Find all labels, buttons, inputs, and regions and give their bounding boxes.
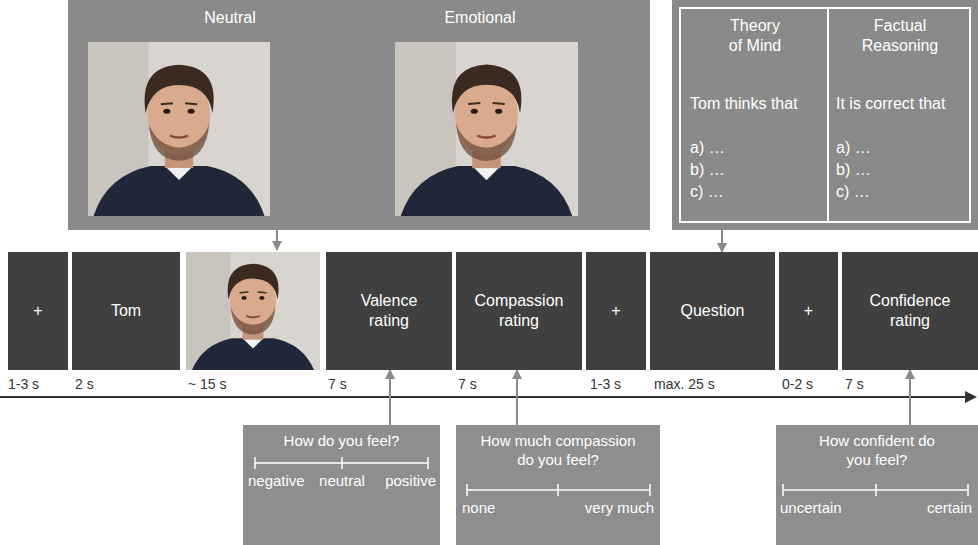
node-title: + xyxy=(611,301,620,321)
duration-label: ~ 15 s xyxy=(188,376,227,392)
duration-label: 1-3 s xyxy=(590,376,621,392)
rating-scale-panel: How much compassion do you feel? none very… xyxy=(456,425,660,545)
flow-arrow xyxy=(389,370,391,425)
rating-scale-panel: How do you feel? negativeneutralpositive xyxy=(243,425,440,545)
rating-scale-panel: How confident do you feel? uncertain certa… xyxy=(776,425,978,545)
node-text: neutral xyxy=(302,472,382,491)
node-text: c) … xyxy=(690,182,810,202)
duration-label: 7 s xyxy=(328,376,347,392)
node-title: How do you feel? xyxy=(243,432,440,451)
fixation-box: + xyxy=(586,252,646,370)
rating-box: Compassion rating xyxy=(456,252,582,370)
face-photo xyxy=(395,40,578,218)
duration-label: 1-3 s xyxy=(8,376,39,392)
rating-box: Valence rating xyxy=(326,252,452,370)
node-text: Emotional xyxy=(420,8,540,28)
node-title: Confidence rating xyxy=(855,291,965,331)
flow-arrow xyxy=(909,370,911,425)
node-title: Neutral xyxy=(180,8,280,28)
pointer-arrow xyxy=(276,230,278,250)
node-text: positive xyxy=(360,472,436,491)
face-photo xyxy=(186,246,320,376)
node-text: Tom thinks that xyxy=(690,94,830,114)
column-divider xyxy=(827,8,829,222)
rating-box: Confidence rating xyxy=(842,252,978,370)
node-text: Factual Reasoning xyxy=(858,16,942,56)
node-text: a) … xyxy=(690,138,810,158)
node-text: uncertain xyxy=(780,499,842,518)
node-text: It is correct that xyxy=(836,94,968,114)
rating-panel xyxy=(776,425,978,545)
duration-label: max. 25 s xyxy=(654,376,715,392)
node-title: + xyxy=(33,301,42,321)
node-text: very much xyxy=(556,499,654,518)
node-title: Compassion rating xyxy=(464,291,574,331)
node-text: a) … xyxy=(836,138,956,158)
stimulus-panel: Neutral Emotional xyxy=(68,0,650,230)
question-box: Question xyxy=(650,252,775,370)
duration-label: 2 s xyxy=(75,376,94,392)
rating-panel xyxy=(243,425,440,545)
face-photo xyxy=(88,41,270,218)
rating-panel xyxy=(456,425,660,545)
node-title: How much compassion do you feel? xyxy=(475,432,641,470)
rating-scale xyxy=(783,484,968,496)
question-frame xyxy=(680,8,970,222)
node-text: certain xyxy=(872,499,972,518)
flow-arrow xyxy=(721,230,723,252)
time-axis xyxy=(0,396,967,398)
node-text: c) … xyxy=(836,182,956,202)
node-title: + xyxy=(804,301,813,321)
question-panel xyxy=(672,0,978,230)
time-axis-head xyxy=(965,391,977,403)
fixation-box: + xyxy=(779,252,838,370)
stimulus-panel xyxy=(68,0,650,230)
duration-label: 7 s xyxy=(845,376,864,392)
node-text: b) … xyxy=(690,160,810,180)
rating-scale xyxy=(467,484,650,496)
node-title: Question xyxy=(680,301,744,321)
flow-arrow xyxy=(516,370,518,425)
node-text: b) … xyxy=(836,160,956,180)
question-panel: Theory of Mind Factual ReasoningTom think… xyxy=(672,0,978,230)
node-title: Valence rating xyxy=(344,291,434,331)
node-title: Tom xyxy=(111,301,141,321)
duration-label: 7 s xyxy=(458,376,477,392)
rating-scale xyxy=(255,457,428,469)
node-text: none xyxy=(462,499,495,518)
node-title: Theory of Mind xyxy=(723,16,787,56)
duration-label: 0-2 s xyxy=(782,376,813,392)
fixation-box: + xyxy=(8,252,68,370)
node-text: negative xyxy=(248,472,305,491)
name-box: Tom xyxy=(72,252,180,370)
node-title: How confident do you feel? xyxy=(807,432,947,470)
